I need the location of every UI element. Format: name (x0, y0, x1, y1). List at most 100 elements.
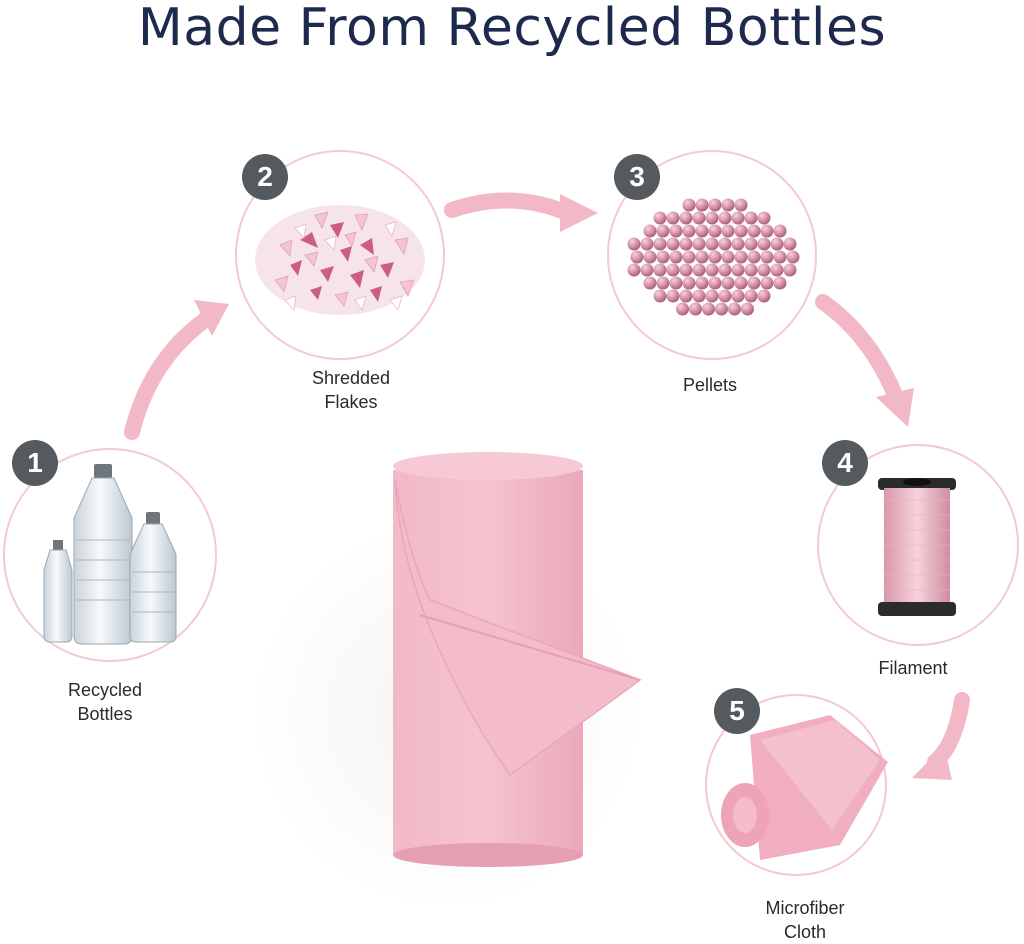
step-2-label: Shredded Flakes (311, 368, 391, 412)
step-1-badge: 1 (12, 440, 58, 486)
pellet (731, 263, 745, 277)
pellet (653, 211, 667, 225)
pellet (760, 250, 774, 264)
pellet (715, 302, 728, 316)
page-title: Made From Recycled Bottles (137, 0, 887, 58)
pellet (708, 250, 722, 264)
pellet (695, 276, 709, 290)
step-4-badge: 4 (822, 440, 868, 486)
pellet (666, 263, 680, 277)
pellet (692, 263, 706, 277)
pellet (757, 289, 771, 303)
pellet (760, 224, 774, 238)
pellet (676, 302, 689, 316)
pellet (656, 224, 670, 238)
arrow-1-to-2 (124, 312, 213, 440)
arrow-heads (194, 194, 952, 780)
step-3-badge: 3 (614, 154, 660, 200)
pellet (702, 302, 715, 316)
pellets-icon (627, 198, 800, 316)
pellet (728, 302, 741, 316)
pellet (770, 237, 784, 251)
pellet (783, 237, 797, 251)
pellet (757, 263, 771, 277)
plastic-flakes-icon (255, 205, 425, 315)
pellet (653, 289, 667, 303)
pellet (643, 250, 657, 264)
pellet (653, 237, 667, 251)
pellet (731, 211, 745, 225)
arrow-2-to-3 (444, 192, 573, 220)
pellet (718, 211, 732, 225)
pellet (757, 211, 771, 225)
step-4-label: Filament (878, 658, 948, 678)
pellet (689, 302, 702, 316)
pellet (666, 211, 680, 225)
pellet (734, 250, 748, 264)
pellet (734, 224, 748, 238)
pellet (747, 250, 761, 264)
pellet (708, 276, 722, 290)
pellet (679, 263, 693, 277)
pellet (682, 198, 696, 212)
step-5-label: Microfiber Cloth (765, 898, 845, 942)
pellet (682, 224, 696, 238)
pellet (705, 211, 719, 225)
step-2-badge: 2 (242, 154, 288, 200)
pellet (666, 289, 680, 303)
plastic-bottles-icon (43, 464, 177, 645)
pellet (757, 237, 771, 251)
pellet (692, 289, 706, 303)
filament-spool-icon (878, 478, 956, 616)
pellet (627, 263, 641, 277)
pellet (705, 289, 719, 303)
pellet (627, 237, 641, 251)
pellet (721, 198, 735, 212)
pellet (786, 250, 800, 264)
pellet (640, 263, 654, 277)
pellet (695, 198, 709, 212)
pellet (773, 250, 787, 264)
pellet (773, 224, 787, 238)
pellet (721, 250, 735, 264)
pellet (656, 250, 670, 264)
pellet (708, 198, 722, 212)
step-3-label: Pellets (682, 375, 738, 395)
microfiber-cloth-icon (721, 715, 888, 860)
pellet (669, 224, 683, 238)
pellet (705, 237, 719, 251)
pellet (679, 237, 693, 251)
pellet (708, 224, 722, 238)
step-5-badge: 5 (714, 688, 760, 734)
pellet (669, 250, 683, 264)
pellet (718, 263, 732, 277)
pellet (705, 263, 719, 277)
pellet (734, 276, 748, 290)
pellet (744, 211, 758, 225)
pellet (747, 276, 761, 290)
pellet (669, 276, 683, 290)
pellet (656, 276, 670, 290)
pellet (682, 250, 696, 264)
pellet (731, 289, 745, 303)
pellet (679, 211, 693, 225)
arrow-3-to-4 (815, 294, 903, 403)
pellet (741, 302, 754, 316)
pellet (744, 237, 758, 251)
pellet (744, 289, 758, 303)
pellet (773, 276, 787, 290)
pellet (692, 211, 706, 225)
pellet (744, 263, 758, 277)
pellet (760, 276, 774, 290)
pellet (679, 289, 693, 303)
pellet (721, 276, 735, 290)
pellet (682, 276, 696, 290)
pellet (640, 237, 654, 251)
pellet (643, 224, 657, 238)
pellet (695, 250, 709, 264)
pellet (731, 237, 745, 251)
pellet (718, 289, 732, 303)
pellet (653, 263, 667, 277)
pellet (630, 250, 644, 264)
